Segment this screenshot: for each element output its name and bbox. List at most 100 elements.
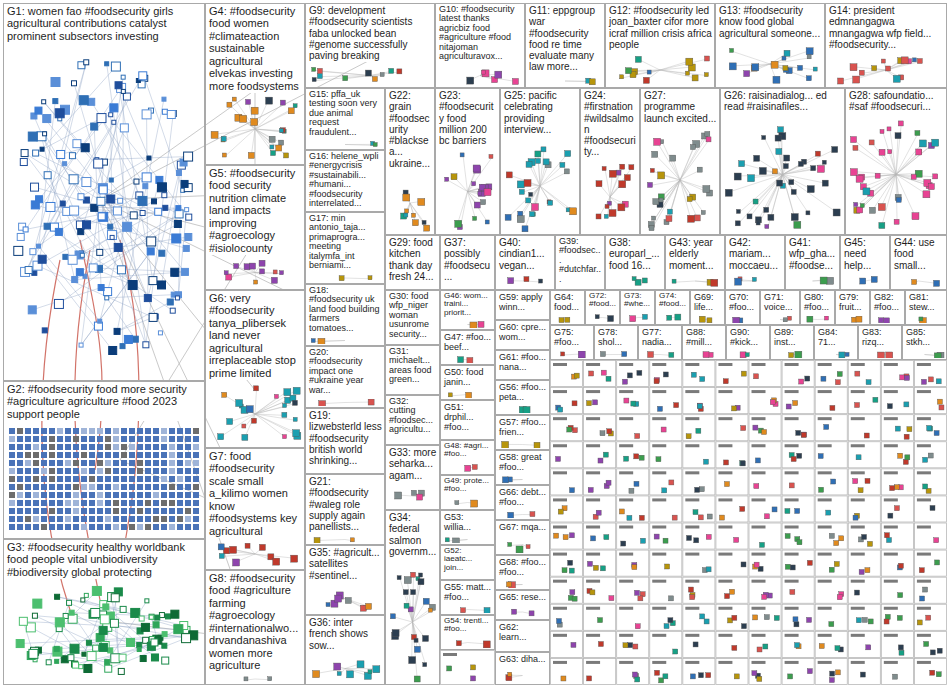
member-icon xyxy=(936,672,941,677)
member-icon xyxy=(824,424,829,429)
group-box: G23: #foodsecurity food million 200 bc b… xyxy=(435,88,500,235)
member-icon xyxy=(911,174,916,179)
member-icon xyxy=(685,71,689,75)
member-link xyxy=(94,208,146,345)
small-group-box xyxy=(815,442,847,468)
member-icon xyxy=(121,452,127,458)
group-box: G15: pffa_uk testing soon very due anima… xyxy=(305,88,385,150)
member-icon xyxy=(111,654,120,663)
member-icon xyxy=(467,77,474,84)
member-icon xyxy=(78,194,84,200)
member-icon xyxy=(69,175,78,184)
member-icon xyxy=(829,678,834,683)
member-icon xyxy=(110,619,118,627)
member-icon xyxy=(624,175,630,181)
small-group-box xyxy=(815,550,847,576)
member-icon xyxy=(70,206,79,215)
member-icon xyxy=(251,107,258,114)
group-label: G5: #foodsecurity food security nutritio… xyxy=(206,166,304,255)
member-icon xyxy=(589,79,595,85)
member-icon xyxy=(233,559,240,566)
member-icon xyxy=(33,460,39,466)
member-icon xyxy=(169,492,175,498)
member-icons xyxy=(827,54,945,86)
member-icon xyxy=(866,645,871,650)
small-group-box xyxy=(749,361,781,387)
member-icon xyxy=(590,590,595,595)
member-icon xyxy=(694,538,699,543)
member-icon xyxy=(242,434,248,440)
member-icon xyxy=(25,468,31,474)
small-group-mark xyxy=(851,498,865,501)
member-icon xyxy=(860,672,865,677)
member-icon xyxy=(105,452,111,458)
small-group-box xyxy=(914,415,946,441)
member-icon xyxy=(864,433,869,438)
member-link xyxy=(91,102,145,186)
small-group-mark xyxy=(917,471,931,474)
member-link xyxy=(856,70,886,79)
member-link xyxy=(778,138,782,174)
small-group-mark xyxy=(752,607,766,610)
group-box: G5: #foodsecurity food security nutritio… xyxy=(205,165,305,290)
member-icon xyxy=(57,436,63,442)
member-icon xyxy=(37,132,46,141)
small-group-box xyxy=(650,550,682,576)
member-icon xyxy=(643,77,649,83)
member-link xyxy=(663,143,680,180)
member-icon xyxy=(598,642,603,647)
small-group-box xyxy=(716,658,748,684)
member-icon xyxy=(147,156,151,160)
member-icon xyxy=(9,524,15,530)
member-icon xyxy=(68,255,77,264)
member-icon xyxy=(70,644,79,653)
member-icon xyxy=(193,468,199,474)
member-icon xyxy=(149,615,153,619)
member-icon xyxy=(9,460,15,466)
small-group-mark xyxy=(917,444,931,447)
member-icon xyxy=(80,253,84,257)
small-group-mark xyxy=(818,553,832,556)
group-box: G3: #foodsecurity healthy worldbank food… xyxy=(3,539,205,685)
small-group-mark xyxy=(619,661,633,664)
member-icon xyxy=(224,271,228,275)
member-icon xyxy=(269,136,275,142)
small-group-mark xyxy=(619,634,633,637)
member-icon xyxy=(924,641,929,646)
member-link xyxy=(896,134,918,175)
member-icon xyxy=(732,615,737,620)
member-icon xyxy=(535,151,541,157)
member-icon xyxy=(857,207,863,213)
member-icon xyxy=(193,484,199,490)
member-link xyxy=(117,99,164,331)
member-icon xyxy=(625,68,631,74)
member-icon xyxy=(55,228,62,235)
member-icon xyxy=(49,524,55,530)
small-group-box xyxy=(848,604,880,630)
member-icon xyxy=(834,561,839,566)
member-icon xyxy=(41,428,47,434)
member-link xyxy=(680,148,693,180)
member-icon xyxy=(885,66,890,71)
member-icon xyxy=(654,138,661,145)
member-link xyxy=(255,554,294,558)
small-group-mark xyxy=(685,363,699,366)
member-icon xyxy=(73,524,79,530)
group-box: G14: president edmnangagwa mnangagwa wfp… xyxy=(825,3,947,88)
small-group-box xyxy=(815,361,847,387)
member-icon xyxy=(105,476,111,482)
member-link xyxy=(854,140,896,175)
member-link xyxy=(107,601,147,662)
member-icon xyxy=(276,145,282,151)
member-icon xyxy=(185,233,192,240)
member-icon xyxy=(145,484,151,490)
member-link xyxy=(783,175,809,214)
member-icon xyxy=(794,643,799,648)
small-group-mark xyxy=(851,580,865,583)
member-icon xyxy=(129,452,135,458)
small-group-box xyxy=(716,469,748,495)
small-group-box xyxy=(650,388,682,414)
member-link xyxy=(227,273,255,274)
small-group-box xyxy=(551,496,583,522)
